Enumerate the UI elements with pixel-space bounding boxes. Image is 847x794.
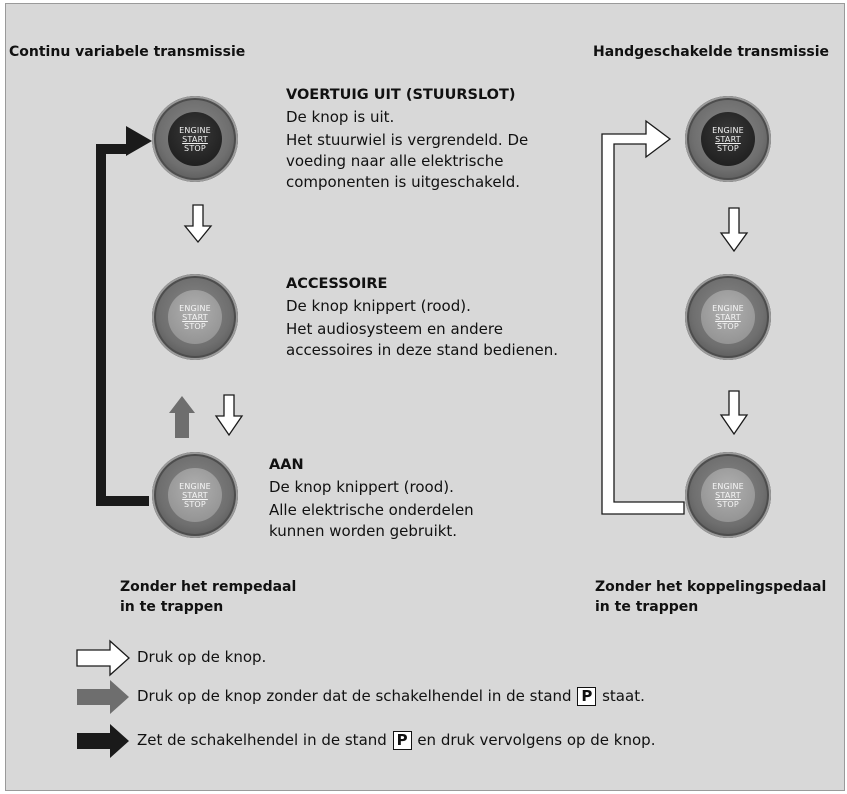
engine-button-manual-on: ENGINE START STOP: [685, 452, 771, 538]
right-pedal-note: Zonder het koppelingspedaal in te trappe…: [595, 577, 826, 617]
legend-white-arrow: [76, 639, 130, 677]
p-key-badge: P: [392, 731, 412, 750]
diagram-panel: Continu variabele transmissie Handgescha…: [5, 3, 845, 791]
state-line: Alle elektrische onderdelen: [269, 501, 474, 519]
engine-label: ENGINE: [179, 303, 211, 313]
state-title: ACCESSOIRE: [286, 276, 388, 292]
engine-button-accessory: ENGINE START STOP: [152, 274, 238, 360]
state-line: accessoires in deze stand bedienen.: [286, 341, 558, 359]
engine-button-manual-off: ENGINE START STOP: [685, 96, 771, 182]
legend-text-part: en druk vervolgens op de knop.: [412, 731, 656, 749]
start-label: START: [182, 312, 208, 322]
legend-black-text: Zet de schakelhendel in de stand P en dr…: [137, 731, 655, 750]
black-return-arrow: [96, 126, 152, 506]
engine-label: ENGINE: [179, 125, 211, 135]
legend-black-arrow: [77, 724, 129, 758]
state-title: VOERTUIG UIT (STUURSLOT): [286, 87, 516, 103]
button-face: ENGINE START STOP: [701, 290, 755, 344]
state-line: De knop is uit.: [286, 108, 395, 126]
button-face: ENGINE START STOP: [168, 290, 222, 344]
button-face: ENGINE START STOP: [701, 468, 755, 522]
left-pedal-note: Zonder het rempedaal in te trappen: [120, 577, 296, 617]
white-return-arrow: [601, 119, 685, 515]
start-label: START: [715, 490, 741, 500]
engine-button-on: ENGINE START STOP: [152, 452, 238, 538]
note-line: in te trappen: [595, 599, 699, 615]
left-heading: Continu variabele transmissie: [9, 44, 246, 60]
legend-white-text: Druk op de knop.: [137, 648, 267, 666]
gray-up-arrow: [169, 396, 195, 438]
note-line: Zonder het rempedaal: [120, 579, 297, 595]
engine-label: ENGINE: [712, 303, 744, 313]
stop-label: STOP: [184, 143, 206, 153]
down-arrow-1: [183, 204, 213, 244]
start-label: START: [715, 312, 741, 322]
stop-label: STOP: [184, 321, 206, 331]
start-label: START: [182, 134, 208, 144]
legend-text-part: Zet de schakelhendel in de stand: [137, 731, 392, 749]
down-arrow-2: [214, 394, 244, 437]
stop-label: STOP: [717, 321, 739, 331]
start-label: START: [715, 134, 741, 144]
engine-label: ENGINE: [712, 481, 744, 491]
start-label: START: [182, 490, 208, 500]
state-line: Het audiosysteem en andere: [286, 320, 503, 338]
legend-text-part: staat.: [597, 687, 645, 705]
state-line: Het stuurwiel is vergrendeld. De: [286, 131, 529, 149]
stop-label: STOP: [184, 499, 206, 509]
state-line: De knop knippert (rood).: [269, 478, 454, 496]
state-line: kunnen worden gebruikt.: [269, 522, 458, 540]
state-line: voeding naar alle elektrische: [286, 152, 504, 170]
engine-label: ENGINE: [712, 125, 744, 135]
connector-arrows: [76, 119, 749, 758]
down-arrow-right-2: [719, 390, 749, 436]
note-line: in te trappen: [120, 599, 224, 615]
state-title: AAN: [269, 457, 304, 473]
legend-gray-arrow: [77, 680, 129, 714]
stop-label: STOP: [717, 143, 739, 153]
state-off-description: VOERTUIG UIT (STUURSLOT) De knop is uit.…: [286, 87, 528, 193]
state-line: componenten is uitgeschakeld.: [286, 173, 521, 191]
button-face: ENGINE START STOP: [168, 468, 222, 522]
state-accessory-description: ACCESSOIRE De knop knippert (rood). Het …: [286, 276, 558, 361]
button-face: ENGINE START STOP: [168, 112, 222, 166]
stop-label: STOP: [717, 499, 739, 509]
engine-label: ENGINE: [179, 481, 211, 491]
down-arrow-right-1: [719, 207, 749, 253]
note-line: Zonder het koppelingspedaal: [595, 579, 827, 595]
button-face: ENGINE START STOP: [701, 112, 755, 166]
state-line: De knop knippert (rood).: [286, 297, 471, 315]
right-heading: Handgeschakelde transmissie: [593, 44, 830, 60]
engine-button-off: ENGINE START STOP: [152, 96, 238, 182]
legend-gray-text: Druk op de knop zonder dat de schakelhen…: [137, 687, 645, 706]
p-key-badge: P: [577, 687, 597, 706]
state-on-description: AAN De knop knippert (rood). Alle elektr…: [269, 457, 474, 542]
legend-text-part: Druk op de knop zonder dat de schakelhen…: [137, 687, 577, 705]
engine-button-manual-accessory: ENGINE START STOP: [685, 274, 771, 360]
